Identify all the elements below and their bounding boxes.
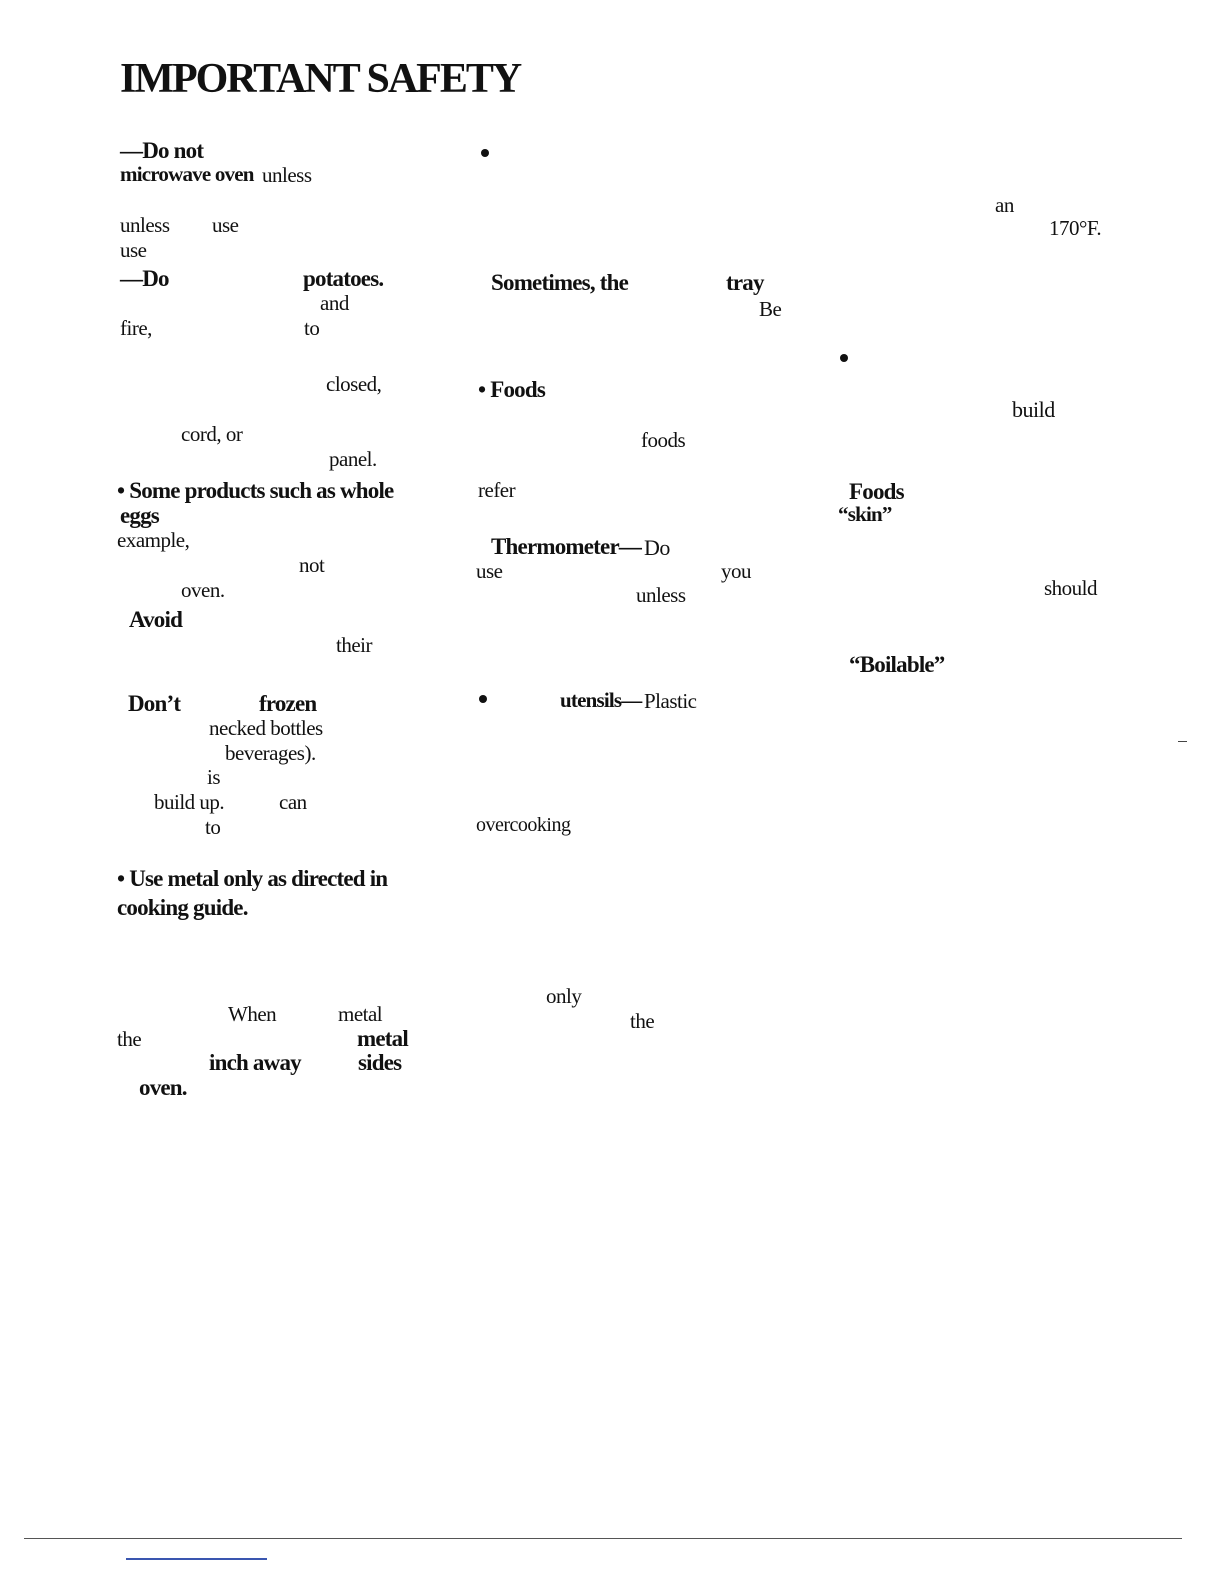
text-potatoes: potatoes. — [303, 266, 384, 291]
text-dont: Don’t — [128, 691, 181, 716]
text-fire: fire, — [120, 316, 152, 340]
text-unless-mid: unless — [636, 583, 686, 607]
text-cooking-guide: cooking guide. — [117, 895, 248, 920]
text-refer: refer — [478, 478, 516, 502]
text-can: can — [279, 790, 307, 814]
text-inch-away: inch away — [209, 1050, 302, 1075]
text-should: should — [1044, 576, 1098, 600]
text-foods-right: Foods — [849, 479, 905, 504]
text-utensils: utensils— — [560, 688, 642, 712]
text-build: build — [1012, 397, 1055, 422]
text-foods-bullet: • Foods — [478, 377, 546, 402]
text-cord-or: cord, or — [181, 422, 243, 446]
text-sides: sides — [358, 1050, 402, 1075]
text-avoid: Avoid — [129, 607, 183, 632]
text-not: not — [299, 553, 325, 577]
bullet-2 — [479, 695, 487, 703]
text-plastic: Plastic — [644, 689, 697, 713]
text-do: Do — [644, 535, 670, 560]
page-title: IMPORTANT SAFETY — [120, 56, 522, 102]
text-closed: closed, — [326, 372, 382, 396]
text-be: Be — [759, 297, 782, 321]
text-thermometer: Thermometer— — [491, 534, 642, 559]
text-eggs: eggs — [120, 503, 160, 528]
text-oven-bold: oven. — [139, 1075, 188, 1100]
text-skin: “skin” — [838, 502, 892, 526]
text-to: to — [304, 316, 320, 340]
text-sometimes-the: Sometimes, the — [491, 270, 629, 295]
text-to-2: to — [205, 815, 221, 839]
dash-mark — [1178, 741, 1187, 742]
text-necked-bottles: necked bottles — [209, 716, 323, 740]
text-the-mid: the — [630, 1009, 655, 1033]
text-foods: foods — [641, 428, 686, 452]
text-some-products: • Some products such as whole — [117, 478, 394, 503]
text-an: an — [995, 193, 1014, 217]
text-170f: 170°F. — [1049, 216, 1102, 240]
text-overcooking: overcooking — [476, 814, 571, 836]
text-their: their — [336, 633, 372, 657]
text-beverages: beverages). — [225, 741, 316, 765]
text-example: example, — [117, 528, 190, 552]
bullet-1 — [481, 149, 489, 157]
text-do-2: —Do — [120, 266, 170, 291]
text-the: the — [117, 1027, 142, 1051]
text-unless-2: unless — [120, 213, 170, 237]
text-metal: metal — [338, 1002, 383, 1026]
text-only: only — [546, 984, 582, 1008]
text-unless: unless — [262, 163, 312, 187]
text-use: use — [212, 213, 239, 237]
text-use-2: use — [120, 238, 147, 262]
footer-rule — [24, 1538, 1182, 1539]
text-build-up: build up. — [154, 790, 225, 814]
text-oven: oven. — [181, 578, 225, 602]
bullet-3 — [840, 354, 848, 362]
text-boilable: “Boilable” — [849, 652, 945, 677]
text-use-metal: • Use metal only as directed in — [117, 866, 388, 891]
text-do-not: —Do not — [120, 138, 204, 163]
text-you: you — [721, 559, 752, 583]
text-use-mid: use — [476, 559, 503, 583]
text-and: and — [320, 291, 349, 315]
text-when: When — [228, 1002, 277, 1026]
text-metal-bold: metal — [357, 1026, 409, 1051]
text-tray: tray — [726, 270, 764, 295]
text-panel: panel. — [329, 447, 377, 471]
footer-link-underline — [126, 1558, 267, 1560]
text-is: is — [207, 765, 221, 789]
text-frozen: frozen — [259, 691, 317, 716]
text-microwave-oven: microwave oven — [120, 162, 254, 186]
